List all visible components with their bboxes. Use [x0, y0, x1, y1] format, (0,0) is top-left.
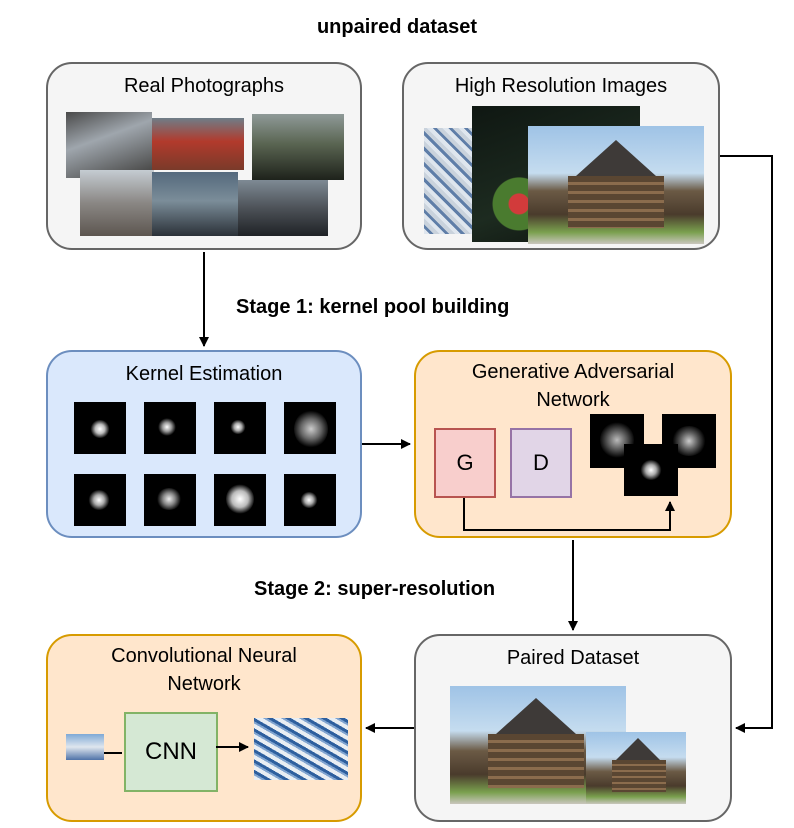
cnn-label-line2: Network — [167, 673, 241, 695]
photo-red-building — [152, 118, 244, 170]
gan-label-line1: Generative Adversarial — [471, 361, 675, 383]
kernel-5 — [74, 474, 126, 526]
generated-kernel-3 — [624, 444, 678, 496]
cnn-box: Convolutional Neural Network CNN — [46, 634, 362, 822]
kernel-2 — [144, 402, 196, 454]
photo-building — [80, 170, 154, 236]
generator-block: G — [434, 428, 496, 498]
discriminator-block: D — [510, 428, 572, 498]
diagram-title: unpaired dataset — [316, 16, 478, 38]
high-resolution-images-box: High Resolution Images — [402, 62, 720, 250]
real-photographs-box: Real Photographs — [46, 62, 362, 250]
kernel-estimation-box: Kernel Estimation — [46, 350, 362, 538]
paired-dataset-box: Paired Dataset — [414, 634, 732, 822]
gan-label-line2: Network — [536, 389, 610, 411]
arrow-g-to-kernels — [463, 498, 675, 531]
kernel-7 — [214, 474, 266, 526]
photo-street — [66, 112, 152, 178]
gan-box: Generative Adversarial Network G D — [414, 350, 732, 538]
stage-1-label: Stage 1: kernel pool building — [236, 296, 510, 318]
kernel-4 — [284, 402, 336, 454]
photo-lr-input — [66, 734, 104, 760]
photo-landscape — [252, 114, 344, 180]
photo-foggy-field — [152, 172, 238, 236]
real-photographs-label: Real Photographs — [123, 75, 285, 97]
stage-2-label: Stage 2: super-resolution — [254, 578, 496, 600]
photo-sr-output — [254, 718, 348, 780]
kernel-1 — [74, 402, 126, 454]
kernel-8 — [284, 474, 336, 526]
high-resolution-images-label: High Resolution Images — [454, 75, 668, 97]
photo-paired-lr — [586, 732, 686, 804]
paired-dataset-label: Paired Dataset — [506, 647, 640, 669]
kernel-6 — [144, 474, 196, 526]
kernel-3 — [214, 402, 266, 454]
photo-wooden-monastery — [528, 126, 704, 244]
kernel-estimation-label: Kernel Estimation — [125, 363, 283, 385]
cnn-label-line1: Convolutional Neural — [111, 645, 297, 667]
photo-night-street — [238, 180, 328, 236]
cnn-block: CNN — [124, 712, 218, 792]
arrow-hr-to-paired — [720, 155, 773, 733]
